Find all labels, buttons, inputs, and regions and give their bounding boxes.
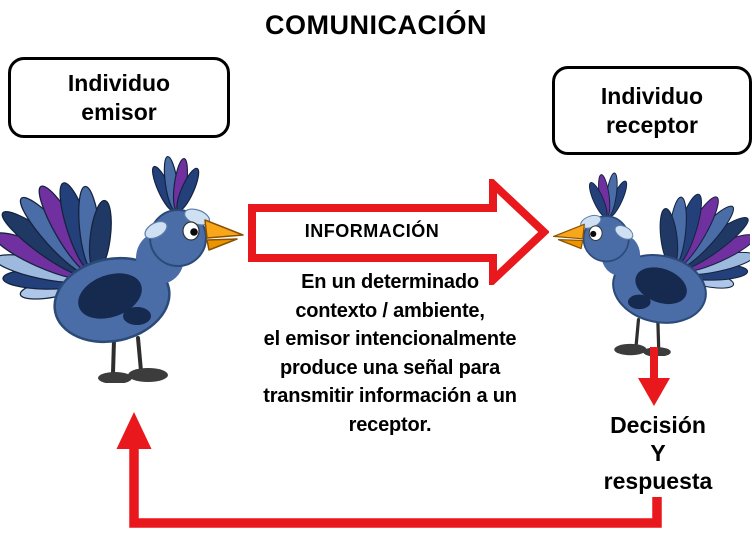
description-line: En un determinado [301,271,479,293]
emitter-bird-icon [0,153,245,383]
page-title: COMUNICACIÓN [265,10,487,40]
information-arrow-label: INFORMACIÓN [304,221,440,241]
description-text: En un determinado contexto / ambiente, e… [238,268,542,440]
description-line: el emisor intencionalmente [263,328,517,351]
decision-response-label: Decisión Y respuesta [603,412,713,494]
information-arrow-icon [248,179,549,285]
response-down-arrow-icon [638,347,670,406]
receiver-box-label: Individuo receptor [600,82,704,138]
description-line: receptor. [348,413,432,436]
description-line: contexto / ambiente, [295,299,485,322]
emitter-box: Individuo emisor [8,57,230,138]
receiver-box: Individuo receptor [552,66,752,155]
description-line: transmitir información a un [263,385,517,408]
receiver-bird-icon [552,170,750,356]
description-line: produce una señal para [279,356,501,379]
emitter-box-label: Individuo emisor [67,69,171,125]
